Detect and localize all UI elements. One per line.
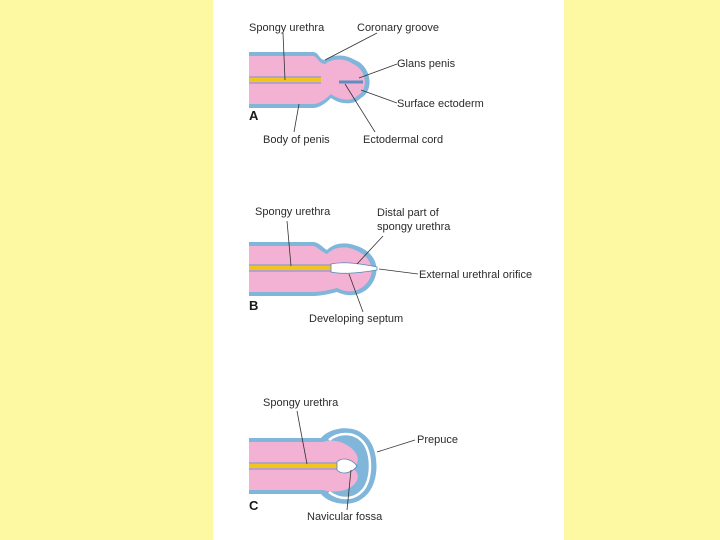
label-body-of-penis: Body of penis [263, 134, 330, 146]
label-spongy-urethra: Spongy urethra [255, 206, 331, 218]
panel-c-letter: C [249, 498, 259, 513]
panel-c: Spongy urethra Prepuce Navicular fossa C [249, 397, 458, 523]
panel-b-urethra [249, 266, 333, 270]
label-surface-ectoderm: Surface ectoderm [397, 98, 484, 110]
leader-line [361, 90, 397, 103]
label-glans-penis: Glans penis [397, 58, 456, 70]
label-external-urethral-orifice: External urethral orifice [419, 269, 532, 281]
label-navicular-fossa: Navicular fossa [307, 511, 383, 523]
label-coronary-groove: Coronary groove [357, 22, 439, 34]
panel-b: Spongy urethra Distal part of spongy ure… [249, 206, 532, 325]
panel-a-letter: A [249, 108, 259, 123]
panel-a: Spongy urethra Coronary groove Glans pen… [249, 22, 484, 146]
figure-panel: Spongy urethra Coronary groove Glans pen… [213, 0, 564, 540]
label-spongy-urethra: Spongy urethra [263, 397, 339, 409]
leader-line [379, 269, 418, 274]
label-distal-part-line-1: Distal part of [377, 207, 440, 219]
label-ectodermal-cord: Ectodermal cord [363, 134, 443, 146]
leader-line [377, 440, 415, 452]
panel-b-letter: B [249, 298, 258, 313]
panel-c-urethra [249, 464, 339, 468]
label-developing-septum: Developing septum [309, 313, 403, 325]
label-prepuce: Prepuce [417, 434, 458, 446]
leader-line [325, 33, 377, 60]
leader-line [294, 104, 299, 132]
embryology-diagram: Spongy urethra Coronary groove Glans pen… [213, 0, 564, 540]
label-spongy-urethra: Spongy urethra [249, 22, 325, 34]
label-distal-part-line-2: spongy urethra [377, 221, 451, 233]
